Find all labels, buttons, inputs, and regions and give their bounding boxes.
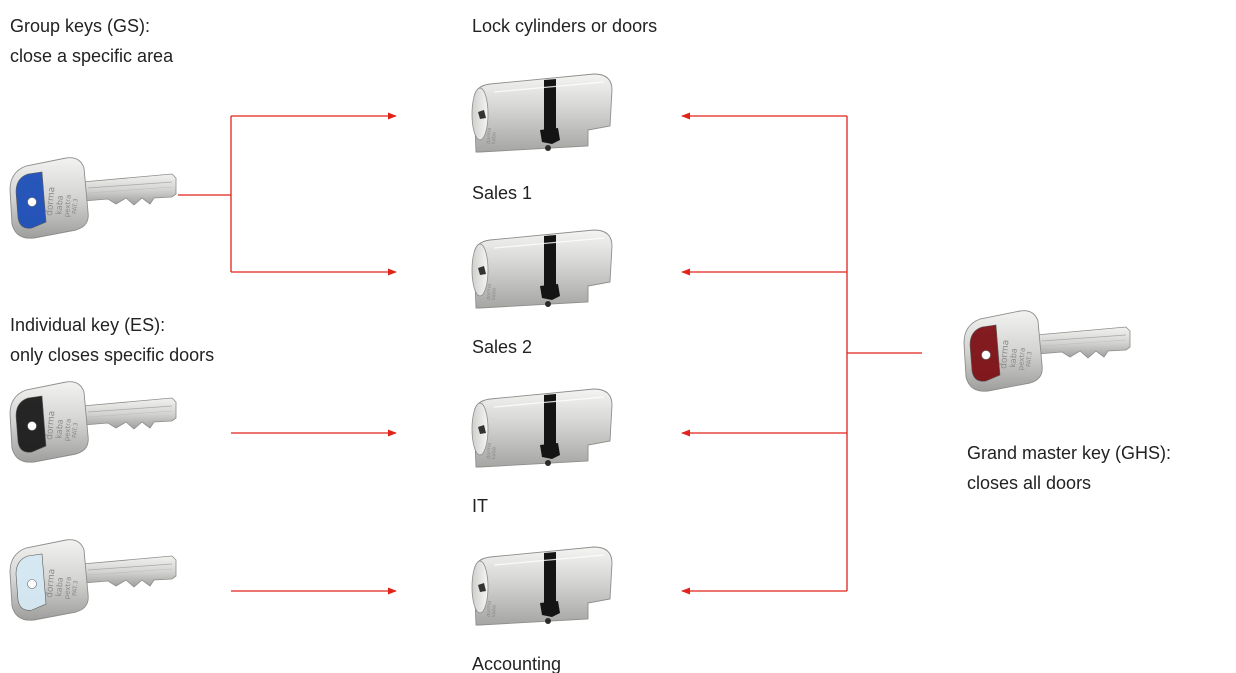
grand-master-key-icon: dorma kaba pextra PAT.3: [958, 305, 1136, 400]
svg-text:pextra: pextra: [63, 576, 73, 599]
door-label-accounting: Accounting: [472, 654, 562, 673]
individual-key-title: Individual key (ES):: [10, 315, 166, 335]
doors-heading: Lock cylinders or doors: [472, 16, 658, 36]
door-label-sales-2: Sales 2: [472, 337, 533, 357]
svg-text:dorma: dorma: [45, 186, 57, 216]
grand-master-title: Grand master key (GHS):: [967, 443, 1172, 463]
svg-text:kaba: kaba: [54, 195, 65, 215]
svg-text:pextra: pextra: [63, 194, 73, 217]
lock-cylinder-sales-2-icon: dorma kaba: [464, 228, 614, 325]
svg-text:dorma: dorma: [45, 410, 57, 440]
svg-text:dorma: dorma: [486, 601, 493, 617]
svg-text:PAT.3: PAT.3: [71, 198, 79, 214]
svg-text:kaba: kaba: [54, 419, 65, 439]
individual-key-black-icon: dorma kaba pextra PAT.3: [4, 376, 182, 471]
svg-text:pextra: pextra: [1017, 347, 1027, 370]
svg-text:dorma: dorma: [486, 128, 493, 144]
door-label-sales-1: Sales 1: [472, 183, 533, 203]
group-keys-subtitle: close a specific area: [10, 46, 174, 66]
svg-text:dorma: dorma: [486, 284, 493, 300]
svg-text:kaba: kaba: [491, 605, 497, 617]
lock-cylinder-sales-1-icon: dorma kaba: [464, 72, 614, 169]
lock-cylinder-accounting-icon: dorma kaba: [464, 545, 614, 642]
svg-text:dorma: dorma: [45, 568, 57, 598]
svg-text:dorma: dorma: [486, 443, 493, 459]
individual-key-light-blue-icon: dorma kaba pextra PAT.3: [4, 534, 182, 629]
svg-text:PAT.3: PAT.3: [1025, 351, 1033, 367]
svg-text:kaba: kaba: [491, 132, 497, 144]
svg-text:kaba: kaba: [491, 447, 497, 459]
svg-text:pextra: pextra: [63, 418, 73, 441]
door-label-it: IT: [472, 496, 488, 516]
group-keys-title: Group keys (GS):: [10, 16, 151, 36]
svg-text:kaba: kaba: [1008, 348, 1019, 368]
group-key-icon: dorma kaba pextra PAT.3: [4, 152, 182, 247]
svg-text:kaba: kaba: [54, 577, 65, 597]
svg-text:kaba: kaba: [491, 288, 497, 300]
lock-cylinder-it-icon: dorma kaba: [464, 387, 614, 484]
grand-master-subtitle: closes all doors: [967, 473, 1092, 493]
svg-text:PAT.3: PAT.3: [71, 580, 79, 596]
svg-text:dorma: dorma: [999, 339, 1011, 369]
svg-text:PAT.3: PAT.3: [71, 422, 79, 438]
individual-key-subtitle: only closes specific doors: [10, 345, 215, 365]
